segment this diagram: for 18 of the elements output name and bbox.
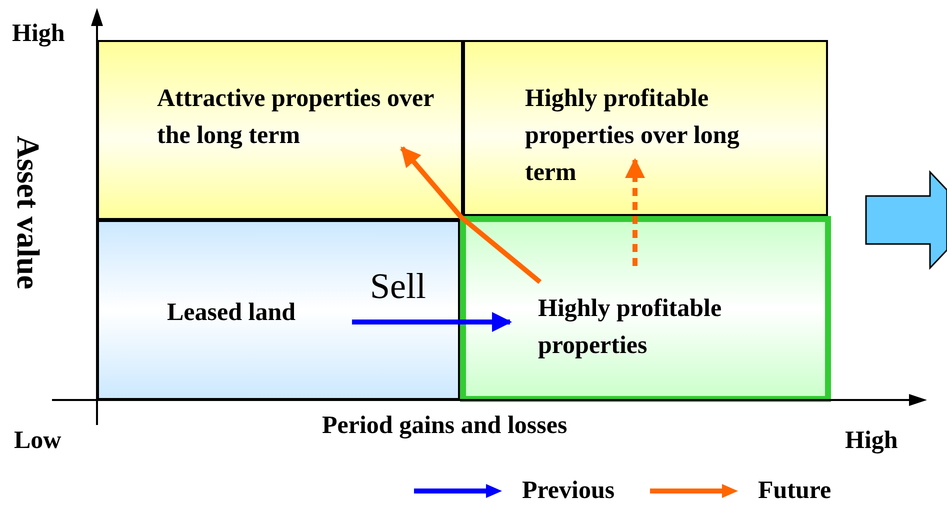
- arrow: [352, 312, 512, 332]
- axis-label: Low: [14, 427, 62, 455]
- arrow: [625, 158, 645, 266]
- axis-label: High: [12, 20, 65, 48]
- quadrant-label: Leased land: [167, 298, 297, 328]
- quadrant-label: Highly profitable properties over long term: [525, 84, 740, 188]
- quadrant-box: [97, 220, 460, 400]
- quadrant-box: [97, 40, 463, 220]
- axis-label: Period gains and losses: [322, 412, 568, 440]
- axis-label: High: [845, 427, 898, 455]
- quadrant-box: [463, 40, 828, 216]
- quadrant-label: Highly profitable properties: [538, 294, 723, 361]
- legend-label: Previous: [522, 477, 615, 505]
- quadrant-label: Attractive properties over the long term: [157, 84, 435, 151]
- edge-label: Sell: [370, 266, 426, 306]
- highlight-box: [460, 216, 831, 402]
- legend-label: Future: [758, 477, 832, 505]
- axis-title: Asset value: [10, 134, 46, 292]
